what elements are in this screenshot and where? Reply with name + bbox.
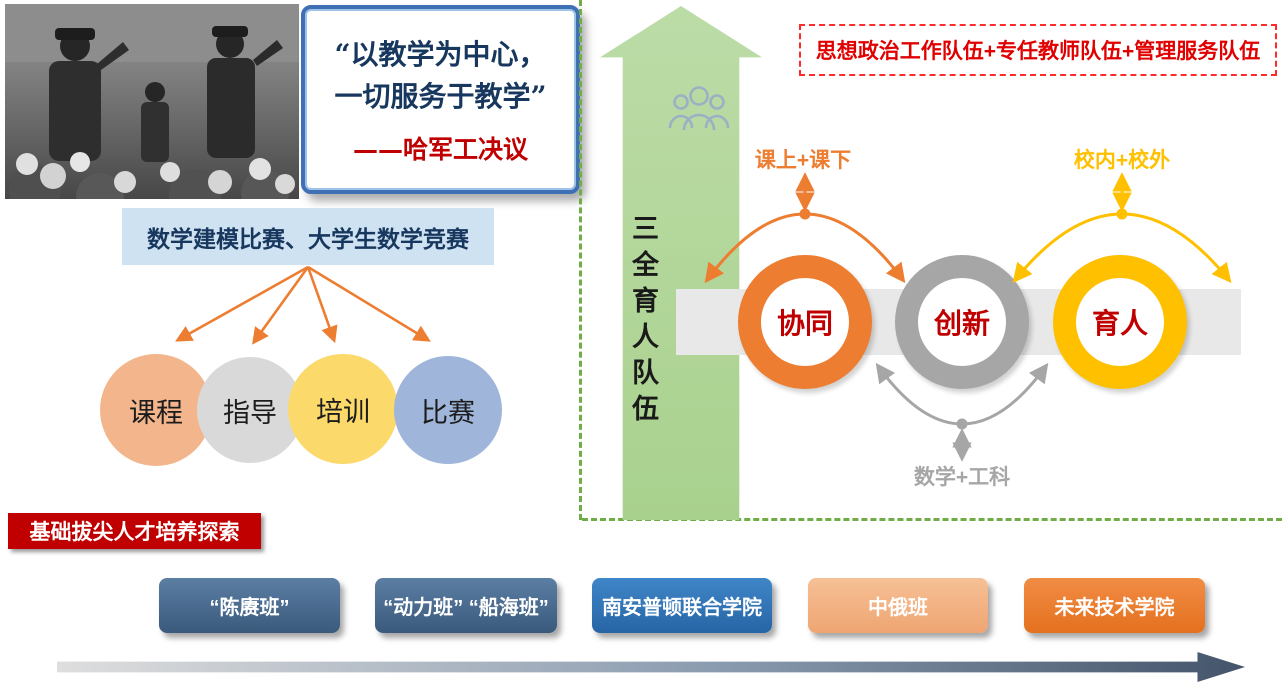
yellow-node-dot xyxy=(1116,208,1128,220)
circle-competition: 比赛 xyxy=(394,356,502,464)
circle-competition-label: 比赛 xyxy=(421,397,475,428)
quote-box: “以教学为中心， 一切服务于教学” ——哈军工决议 xyxy=(301,5,580,194)
people-group-icon xyxy=(668,86,730,131)
circle-course-label: 课程 xyxy=(129,397,183,428)
fan-arrows xyxy=(175,265,431,345)
divider-vertical-dashed xyxy=(579,0,582,520)
competition-box: 数学建模比赛、大学生数学竞赛 xyxy=(122,208,494,265)
circle-course: 课程 xyxy=(100,354,212,466)
divider-horizontal-dashed xyxy=(582,518,1282,521)
label-inclass-outclass: 课上+课下 xyxy=(754,149,852,172)
label-oncampus-offcampus: 校内+校外 xyxy=(1073,149,1171,172)
donut-innovation: 创新 xyxy=(895,255,1029,389)
historical-photo xyxy=(5,4,299,199)
quote-line-1: “以教学为中心， xyxy=(334,37,547,71)
program-power-ship-class: “动力班” “船海班” xyxy=(375,578,557,633)
circle-training: 培训 xyxy=(288,354,398,464)
orange-node-dot xyxy=(799,208,811,220)
quote-attribution: ——哈军工决议 xyxy=(352,134,528,164)
donut-collaboration: 协同 xyxy=(738,255,872,389)
program-chengeng-class: “陈赓班” xyxy=(159,578,340,633)
donut-education: 育人 xyxy=(1053,255,1187,389)
circle-training-label: 培训 xyxy=(316,396,370,427)
circle-guidance: 指导 xyxy=(197,357,303,463)
donut-education-label: 育人 xyxy=(1091,308,1148,339)
timeline-arrow xyxy=(57,652,1245,682)
quote-line-2: 一切服务于教学” xyxy=(334,79,547,113)
teams-box: 思想政治工作队伍+专任教师队伍+管理服务队伍 xyxy=(799,24,1277,76)
program-future-tech-college: 未来技术学院 xyxy=(1024,578,1205,633)
donut-innovation-label: 创新 xyxy=(933,308,990,339)
banner-talent-exploration: 基础拔尖人才培养探索 xyxy=(8,513,261,549)
program-china-russia-class: 中俄班 xyxy=(808,578,988,633)
label-math-engineering: 数学+工科 xyxy=(913,466,1011,489)
gray-node-dot xyxy=(956,418,968,430)
program-southampton-college: 南安普顿联合学院 xyxy=(592,578,772,633)
donut-collaboration-label: 协同 xyxy=(776,308,833,339)
green-arrow-label: 三全育人队伍 xyxy=(628,214,658,430)
circle-guidance-label: 指导 xyxy=(223,397,277,428)
